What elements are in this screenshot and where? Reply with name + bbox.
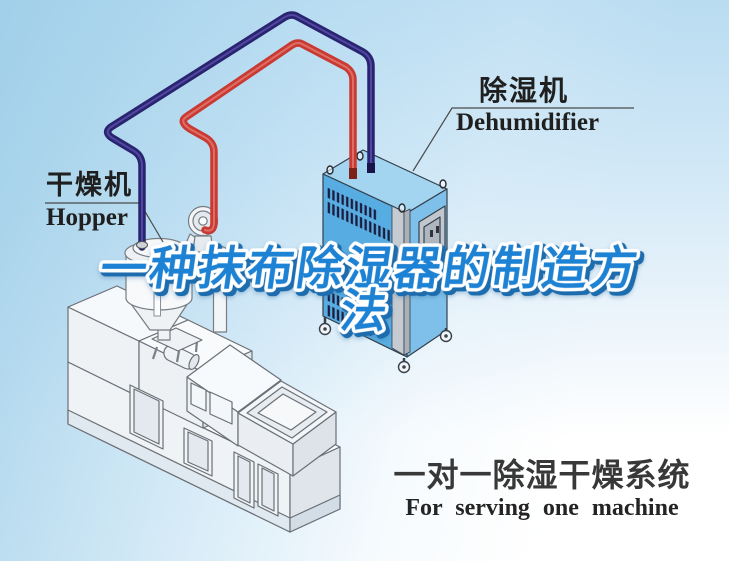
caster-wheels	[318, 317, 453, 374]
hose-fitting-hopper	[136, 241, 148, 249]
dehumidifier-label-leader-line	[412, 107, 634, 172]
return-air-hose-highlight	[182, 42, 354, 232]
dehumidifier-corner-strip	[391, 205, 405, 356]
machine-window-pane	[209, 391, 233, 425]
machine-window-pane	[190, 382, 207, 412]
blower-fan-hub	[198, 216, 208, 226]
machine-frame-ring-inner	[257, 393, 317, 431]
dehumidifier-illustration	[318, 149, 453, 374]
machine-door-panels	[129, 384, 279, 517]
hopper-side-pipe	[212, 249, 228, 333]
hopper-side-pipe-top	[212, 245, 228, 255]
machine-base-skirt-end	[289, 494, 341, 533]
nozzle-coupling-ring	[188, 353, 200, 371]
dehumidifier-label-zh: 除湿机	[479, 75, 570, 106]
dehumidifier-vent-grilles	[326, 187, 391, 337]
dehumidifier-door-recess	[423, 216, 441, 273]
hopper-bracket	[191, 251, 214, 264]
blower-mount	[192, 235, 214, 253]
hose-connector-red	[349, 168, 357, 179]
hopper-dryer-illustration	[124, 205, 228, 341]
hopper-sight-window	[153, 265, 161, 317]
system-caption-zh: 一对一除湿干燥系统	[393, 457, 691, 493]
dehumidifier-corner-strip-edge	[403, 208, 411, 356]
hopper-label-en: Hopper	[46, 204, 128, 231]
dry-air-hose-highlight	[106, 14, 372, 248]
dehumidifier-label-en: Dehumidifier	[456, 109, 600, 136]
lifting-eyelets	[326, 151, 447, 213]
door-handle	[436, 226, 439, 233]
hose-connector-dark-blue	[367, 163, 375, 173]
system-caption-en: For serving one machine	[405, 494, 679, 521]
extruder-machine-illustration	[67, 285, 341, 533]
hopper-label-zh: 干燥机	[46, 170, 133, 200]
air-hoses	[103, 11, 375, 251]
system-caption: 一对一除湿干燥系统 For serving one machine	[392, 457, 692, 521]
door-handle	[430, 230, 433, 237]
